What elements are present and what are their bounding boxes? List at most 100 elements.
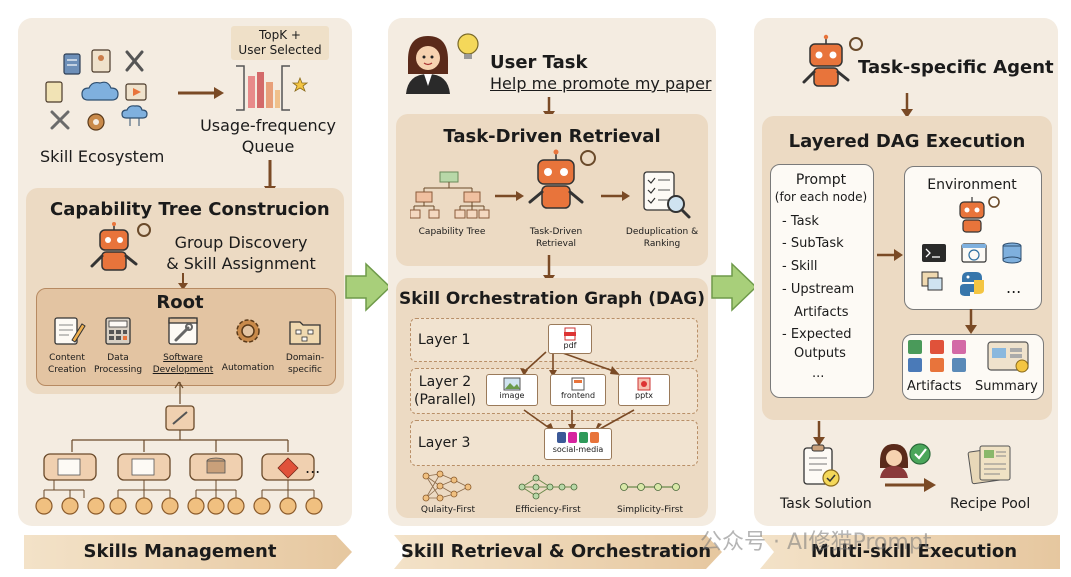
prompt-item-outputs: Outputs [794,346,846,361]
capability-tree-title: Capability Tree Construcion [50,199,330,220]
arrow-prompt-to-env [877,249,903,261]
prompt-item-task: - Task [782,214,819,229]
skill-ecosystem-icons [45,49,148,131]
prompt-item-skill: - Skill [782,259,818,274]
task-solution-icon [803,444,840,487]
topk-label: TopK + User Selected [231,26,329,60]
efficiency-first-graph [518,474,578,500]
wrench-icon [168,317,198,345]
arrow-env-to-artifacts [965,309,977,334]
robot-icon [528,149,596,209]
category-automation: Automation [218,316,278,378]
layer-2-label: Layer 2(Parallel) [414,374,476,408]
artifact-files-icon [908,340,966,372]
env-ellipsis: ... [1006,278,1022,297]
node-frontend: frontend [550,374,606,406]
star-icon [291,76,309,92]
prompt-item-upstream: - Upstream [782,282,855,297]
retrieval-title: Task-Driven Retrieval [443,126,661,147]
summary-icon [987,341,1029,373]
layer-3-label: Layer 3 [418,435,471,451]
gear-icon [580,150,596,166]
user-task-title: User Task [490,52,588,73]
recipe-pool-label: Recipe Pool [950,496,1031,512]
node-pptx: pptx [618,374,670,406]
banner-skills-management: Skills Management [83,541,277,562]
summary-label: Summary [975,379,1038,394]
node-image: image [486,374,538,406]
gear-icon [137,223,151,237]
pdf-icon [564,327,576,341]
node-pdf: pdf [548,324,592,354]
folder-tree-icon [289,321,321,345]
arrow-to-queue [178,87,224,99]
robot-icon [802,34,863,87]
approver-icon [880,443,931,478]
strategy-quality: Qulaity-First [420,505,476,515]
group-discovery-label: Group Discovery & Skill Assignment [166,233,316,273]
tools-icon [125,50,144,72]
environment-icons [921,196,1022,296]
calculator-icon [105,317,131,345]
arrow-to-root [178,273,188,290]
document-pencil-icon [54,317,86,345]
environment-title: Environment [927,177,1017,193]
banner-skills-management-shape [24,535,352,569]
prompt-item-expected: - Expected [782,327,852,342]
checkmark-icon [909,443,931,465]
node-social-media: social-media [544,428,612,460]
document-icon [63,53,81,75]
task-solution-label: Task Solution [780,496,872,512]
prompt-box [770,164,874,398]
queue-label: Usage-frequency Queue [200,116,336,156]
gear-icon [849,37,863,51]
prompt-item-artifacts: Artifacts [794,305,849,320]
pptx-icon [637,377,651,391]
skill-tree-diagram [35,381,323,515]
notepad-icon [45,81,63,103]
robot-icon [959,201,985,219]
user-task-text: Help me promote my paper [490,74,712,93]
terminal-icon [922,244,946,262]
html-icon [571,377,585,391]
wrench-cross-icon [50,110,70,130]
arrow-exec-to-solution [813,421,825,446]
strategy-efficiency: Efficiency-First [515,505,581,515]
banner-execution-shape [760,535,1060,569]
gear-icon [988,196,1000,208]
mini-tree-icon [410,171,490,219]
image-icon [503,377,521,391]
cloud-network-icon [121,105,148,119]
user-avatar-icon [406,33,479,94]
strategy-simplicity: Simplicity-First [616,505,684,515]
banner-retrieval: Skill Retrieval & Orchestration [400,541,712,562]
arrow-solution-to-pool [885,478,936,492]
step-capability-tree: Capability Tree [418,227,486,237]
category-domain-specific: Domain-specific [278,316,332,378]
prompt-item-subtask: - SubTask [782,236,844,251]
lightbulb-icon [457,33,479,55]
arrow-step1 [495,191,524,201]
prompt-title: Prompt (for each node) [774,172,868,204]
robot-icon [90,222,151,271]
layer-1-label: Layer 1 [418,332,471,348]
big-arrow-2 [711,262,758,312]
gear-icon [236,319,260,343]
skill-ecosystem-label: Skill Ecosystem [40,147,165,166]
artifacts-label: Artifacts [907,379,962,394]
prompt-item-ellipsis: ... [812,366,825,381]
banner-retrieval-shape [394,535,722,569]
simplicity-first-graph [620,483,680,491]
step-dedup: Deduplication &Ranking [625,227,699,249]
root-label: Root [156,292,204,313]
cloud-icon [81,81,119,101]
git-icon [277,457,299,479]
tree-ellipsis: ... [305,458,321,477]
watermark: 公众号 · AI修猫Prompt [700,530,932,555]
social-media-icons [557,432,599,443]
big-arrow-1 [345,262,392,312]
